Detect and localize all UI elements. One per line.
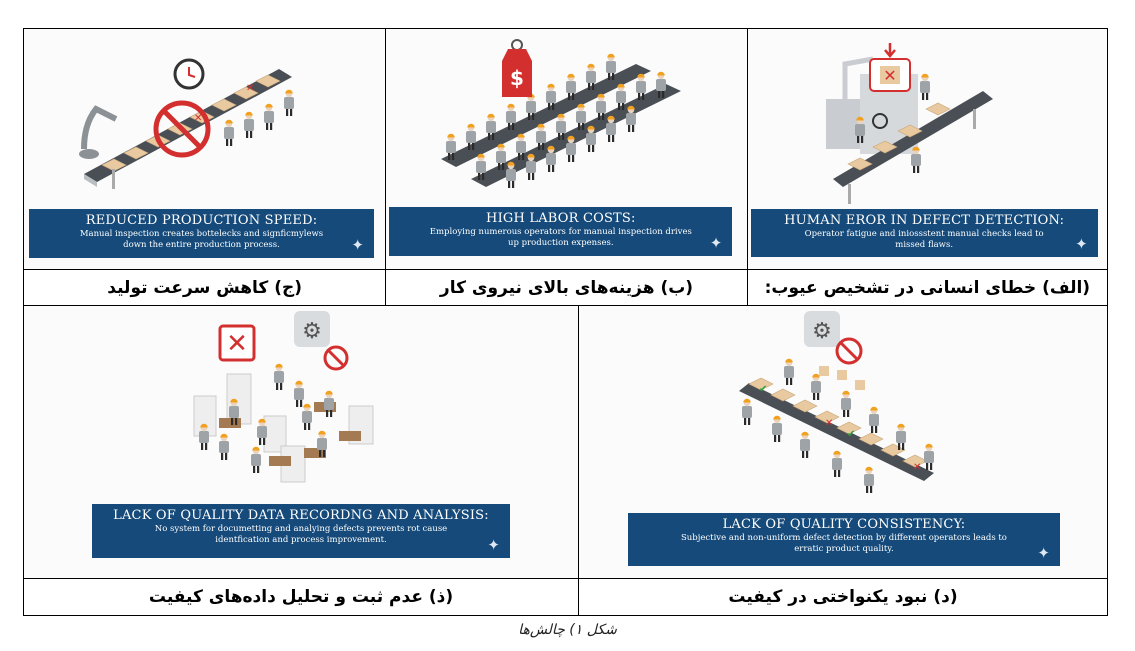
banner-reduced-speed: REDUCED PRODUCTION SPEED: Manual inspect… bbox=[29, 209, 374, 258]
banner-high-labor: HIGH LABOR COSTS: Employing numerous ope… bbox=[389, 207, 733, 256]
dollar-icon: $ bbox=[510, 66, 524, 90]
banner-description: Manual inspection creates bottelecks and… bbox=[79, 229, 324, 250]
check-icon: ✔ bbox=[759, 384, 767, 395]
sparkle-icon: ✦ bbox=[351, 236, 364, 254]
sparkle-icon: ✦ bbox=[1037, 544, 1050, 562]
panel-d-quality-consistency: ⚙ ✔ ✕ ✔ bbox=[577, 306, 1107, 578]
red-x-icon: ✕ bbox=[194, 113, 202, 124]
svg-text:✕: ✕ bbox=[825, 418, 833, 429]
svg-text:✕: ✕ bbox=[246, 83, 254, 94]
caption-a: (الف) خطای انسانی در تشخیص عیوب: bbox=[746, 270, 1107, 305]
price-tag-icon bbox=[502, 49, 533, 97]
sparkle-icon: ✦ bbox=[487, 536, 500, 554]
top-illustration-row: ✕ ✕ REDUCED PRODUCTION SPEED: bbox=[24, 29, 1107, 270]
caption-b: (ب) هزینه‌های بالای نیروی کار bbox=[385, 270, 746, 305]
gear-question-icon: ⚙ bbox=[302, 319, 322, 344]
banner-human-error: HUMAN EROR IN DEFECT DETECTION: Operator… bbox=[750, 209, 1098, 257]
caption-d: (د) نبود یکنواختی در کیفیت bbox=[577, 579, 1107, 615]
red-x-icon: ✕ bbox=[883, 66, 896, 85]
banner-title: HIGH LABOR COSTS: bbox=[486, 211, 636, 226]
bottom-caption-row: (ذ) عدم ثبت و تحلیل داده‌های کیفیت (د) ن… bbox=[24, 579, 1107, 615]
caption-e: (ذ) عدم ثبت و تحلیل داده‌های کیفیت bbox=[148, 587, 454, 607]
magnifier-icon bbox=[871, 113, 888, 129]
top-caption-row: (ج) کاهش سرعت تولید (ب) هزینه‌های بالای … bbox=[24, 270, 1107, 306]
banner-data-recording: LACK OF QUALITY DATA RECORDNG AND ANALYS… bbox=[92, 504, 510, 558]
sparkle-icon: ✦ bbox=[709, 234, 723, 252]
caption-c: (ج) کاهش سرعت تولید bbox=[107, 277, 303, 298]
banner-description: Employing numerous operators for manual … bbox=[429, 227, 692, 248]
sparkle-icon: ✦ bbox=[1075, 235, 1088, 253]
banner-title: HUMAN EROR IN DEFECT DETECTION: bbox=[784, 213, 1065, 228]
down-arrow-icon bbox=[883, 43, 896, 58]
panel-e-data-recording: ✕ ⚙ bbox=[24, 306, 578, 578]
panel-b-high-labor: $ HIGH LABOR COSTS: Employing numerous o… bbox=[385, 29, 747, 269]
figure-caption: شکل ۱) چالش‌ها bbox=[518, 622, 617, 638]
panel-a-human-error: ✕ HUMAN EROR IN DEFECT DETECTION: Operat… bbox=[746, 29, 1107, 269]
gear-question-icon: ⚙ bbox=[812, 319, 832, 344]
red-x-box-icon bbox=[218, 324, 256, 362]
no-chart-icon bbox=[835, 337, 863, 365]
svg-text:✔: ✔ bbox=[847, 429, 855, 440]
banner-description: Subjective and non-uniform defect detect… bbox=[680, 533, 1007, 554]
banner-quality-consistency: LACK OF QUALITY CONSISTENCY: Subjective … bbox=[627, 513, 1060, 566]
banner-title: LACK OF QUALITY DATA RECORDNG AND ANALYS… bbox=[113, 508, 489, 523]
banner-title: REDUCED PRODUCTION SPEED: bbox=[85, 213, 318, 228]
banner-description: No system for documetting and analying d… bbox=[154, 524, 448, 545]
svg-text:✕: ✕ bbox=[913, 462, 921, 473]
bottom-illustration-row: ✕ ⚙ bbox=[24, 306, 1107, 579]
banner-title: LACK OF QUALITY CONSISTENCY: bbox=[722, 517, 966, 532]
figure-grid: ✕ ✕ REDUCED PRODUCTION SPEED: bbox=[23, 28, 1108, 616]
svg-text:✕: ✕ bbox=[226, 329, 248, 359]
panel-c-reduced-speed: ✕ ✕ REDUCED PRODUCTION SPEED: bbox=[24, 29, 386, 269]
banner-description: Operator fatigue and iniossstent manual … bbox=[804, 229, 1044, 250]
prohibited-icon bbox=[153, 100, 211, 158]
no-chart-icon bbox=[323, 345, 349, 371]
